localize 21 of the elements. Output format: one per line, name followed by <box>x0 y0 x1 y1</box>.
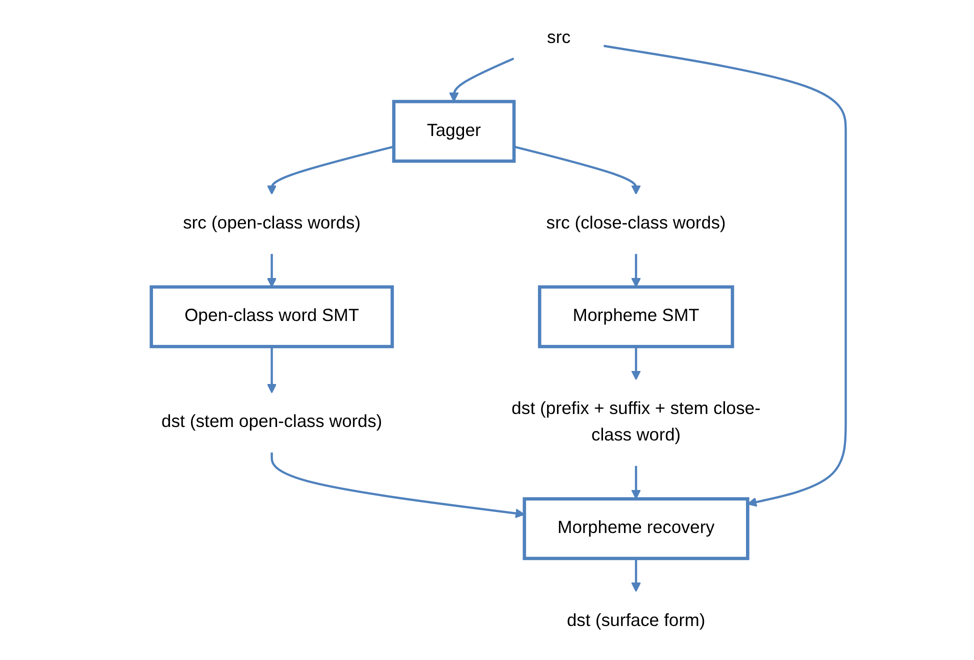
node-text: dst (prefix + suffix + stem close-class word) <box>512 400 761 445</box>
node-text: dst (surface form) <box>566 611 706 630</box>
node-box: Open-class word SMT <box>150 285 394 348</box>
node-box: Tagger <box>392 100 516 163</box>
node-text: src (close-class words) <box>546 214 726 233</box>
node-text: src <box>546 28 571 48</box>
node-text: dst (stem open-class words) <box>161 412 382 432</box>
node-box: Morpheme SMT <box>538 285 734 348</box>
arrow <box>631 254 641 288</box>
arrow <box>603 44 847 507</box>
arrow <box>631 346 641 380</box>
arrow <box>270 452 525 518</box>
node-box: Morpheme recovery <box>522 497 750 560</box>
arrow <box>266 146 394 195</box>
arrow <box>631 558 641 592</box>
node-text: src (open-class words) <box>182 214 361 233</box>
arrow <box>449 57 514 102</box>
arrow <box>514 146 641 195</box>
arrow <box>266 254 277 288</box>
arrow <box>266 346 277 394</box>
arrow <box>631 466 641 500</box>
